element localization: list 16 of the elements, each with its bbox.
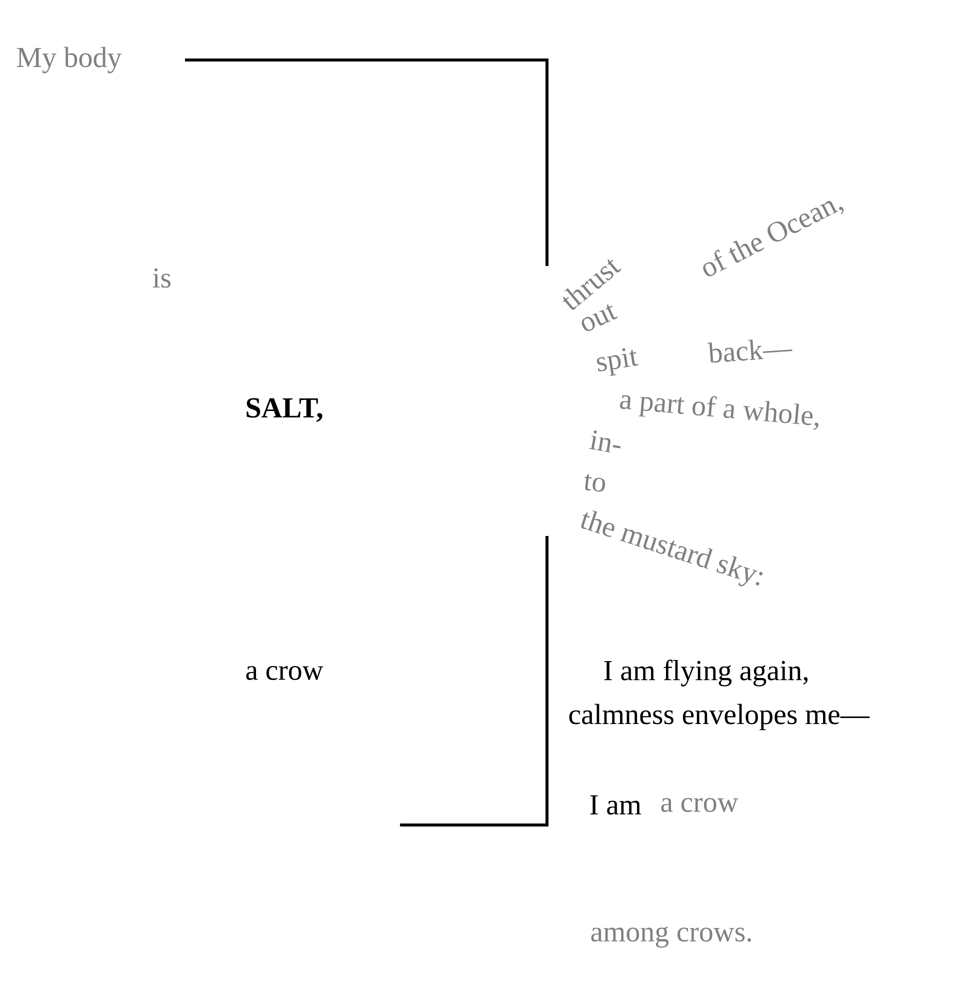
poem-text: spit <box>596 348 638 376</box>
poem-text: My body <box>17 46 122 74</box>
poem-text: is <box>152 268 170 288</box>
poem-text: a crow <box>246 666 324 680</box>
poem-text: among crows. <box>591 926 751 948</box>
poem-text: I am flying again, <box>604 660 808 686</box>
poem-text: I am <box>590 795 642 815</box>
poem-text: the mustard sky: <box>581 510 763 586</box>
poem-text: a crow <box>661 798 738 812</box>
poem-text: calmness envelopes me— <box>569 704 870 730</box>
poem-text: of the Ocean, <box>703 200 844 276</box>
poem-text: SALT, <box>246 398 322 422</box>
poem-text: in- <box>589 430 621 453</box>
poem-text: back— <box>708 340 792 363</box>
poem-text: a part of a whole, <box>620 395 818 430</box>
poem-text: to <box>584 474 606 492</box>
